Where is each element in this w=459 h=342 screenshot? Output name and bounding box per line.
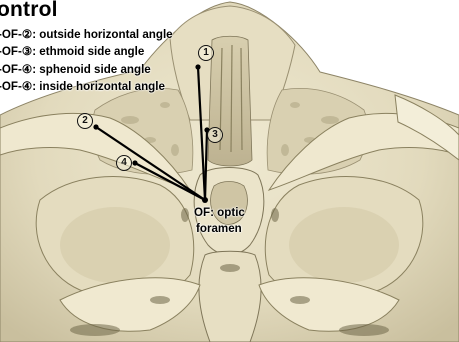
left-fossa-shade (60, 207, 170, 283)
endpoint-1 (195, 64, 200, 69)
endpoint-2 (93, 124, 98, 129)
point-marker-4: 4 (116, 155, 132, 171)
right-fossa-shade (289, 207, 399, 283)
optic-foramen-point (202, 197, 208, 203)
legend-sphenoid-side-angle: -OF-④: sphenoid side angle (0, 62, 151, 76)
figure-title: ontrol (0, 0, 58, 22)
ethmoid-strip (208, 36, 252, 166)
optic-foramen-label-line1: OF: optic (194, 206, 245, 219)
legend-ethmoid-side-angle: -OF-③: ethmoid side angle (0, 44, 144, 58)
legend-inside-horizontal-angle: -OF-④: inside horizontal angle (0, 79, 165, 93)
point-marker-3: 3 (207, 127, 223, 143)
optic-foramen-label-line2: foramen (196, 222, 242, 235)
endpoint-4 (132, 160, 137, 165)
legend-outside-horizontal-angle: -OF-②: outside horizontal angle (0, 27, 173, 41)
point-marker-2: 2 (77, 113, 93, 129)
point-marker-1: 1 (198, 45, 214, 61)
